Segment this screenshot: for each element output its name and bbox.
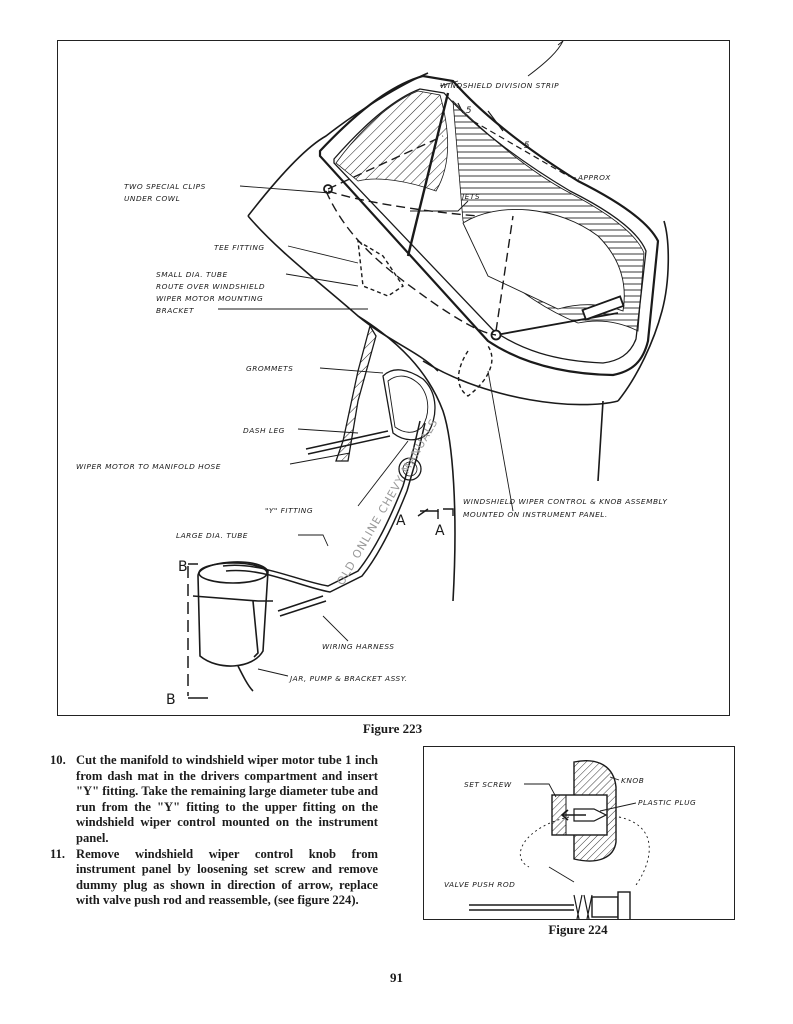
label-small-tube-1: SMALL DIA. TUBE xyxy=(156,270,228,279)
label-wiper-motor-hose: WIPER MOTOR TO MANIFOLD HOSE xyxy=(76,462,221,471)
section-line-a xyxy=(417,508,454,519)
label-windshield-division-strip: WINDSHIELD DIVISION STRIP xyxy=(440,81,559,90)
figure-223-diagram: WINDSHIELD DIVISION STRIP 5 5 APPROX TWO… xyxy=(57,40,730,716)
label-tee-fitting: TEE FITTING xyxy=(214,243,265,252)
step-number: 10. xyxy=(50,753,66,767)
leader-lines xyxy=(218,41,577,677)
label-control-knob-1: WINDSHIELD WIPER CONTROL & KNOB ASSEMBLY xyxy=(463,497,667,506)
dimension-marks xyxy=(457,102,569,177)
label-under-cowl: UNDER COWL xyxy=(124,194,180,203)
figure-224-diagram: SET SCREW KNOB PLASTIC PLUG VALVE PUSH R… xyxy=(423,746,735,920)
label-small-tube-3: WIPER MOTOR MOUNTING xyxy=(156,294,263,303)
label-section-b-bottom: B xyxy=(166,692,176,708)
dash-leg-assembly xyxy=(335,324,436,481)
jar-pump xyxy=(192,561,273,692)
label-jar-pump: JAR, PUMP & BRACKET ASSY. xyxy=(288,674,408,683)
figure-223-caption: Figure 223 xyxy=(362,721,423,736)
label-control-knob-2: MOUNTED ON INSTRUMENT PANEL. xyxy=(463,510,608,519)
instruction-step-10: 10. Cut the manifold to windshield wiper… xyxy=(48,753,378,847)
wiper-sweep-area xyxy=(462,209,625,312)
page-number: 91 xyxy=(390,970,403,985)
label-dim-5-lower: 5 xyxy=(524,141,530,151)
label-section-a-right: A xyxy=(435,523,445,539)
direction-arrow xyxy=(560,809,586,821)
label-knob: KNOB xyxy=(621,776,644,785)
label-large-tube: LARGE DIA. TUBE xyxy=(176,531,248,540)
step-text: Remove windshield wiper control knob fro… xyxy=(76,846,378,908)
plastic-plug xyxy=(573,808,608,822)
label-plastic-plug: PLASTIC PLUG xyxy=(638,798,696,807)
instruction-list: 10. Cut the manifold to windshield wiper… xyxy=(48,753,378,909)
label-approx: APPROX xyxy=(577,173,611,182)
label-y-fitting: "Y" FITTING xyxy=(265,506,313,515)
left-glass-hatch xyxy=(335,90,449,192)
instruction-step-11: 11. Remove windshield wiper control knob… xyxy=(48,847,378,909)
label-valve-push-rod: VALVE PUSH ROD xyxy=(444,880,515,889)
label-dim-5-upper: 5 xyxy=(466,106,472,116)
label-section-b-top: B xyxy=(178,559,188,575)
figure-223-drawing: WINDSHIELD DIVISION STRIP 5 5 APPROX TWO… xyxy=(76,41,670,708)
label-small-tube-4: BRACKET xyxy=(156,306,194,315)
label-jets: JETS xyxy=(460,192,480,201)
fig224-leader-lines xyxy=(519,776,650,886)
tube-routing xyxy=(222,420,426,617)
label-two-special-clips: TWO SPECIAL CLIPS xyxy=(124,182,206,191)
windshield-frame xyxy=(318,74,660,377)
cowl-outline xyxy=(247,72,670,602)
step-text: Cut the manifold to windshield wiper mot… xyxy=(76,753,378,845)
figure-224-drawing: SET SCREW KNOB PLASTIC PLUG VALVE PUSH R… xyxy=(444,760,696,919)
division-strip xyxy=(406,92,450,257)
spray-jet-lines xyxy=(325,135,514,397)
label-wiring-harness: WIRING HARNESS xyxy=(322,642,394,651)
section-line-b xyxy=(187,563,208,699)
label-grommets: GROMMETS xyxy=(246,364,293,373)
label-dash-leg: DASH LEG xyxy=(243,426,285,435)
figure-224-caption: Figure 224 xyxy=(548,922,608,937)
step-number: 11. xyxy=(50,846,66,861)
valve-push-rod xyxy=(469,891,631,919)
label-small-tube-2: ROUTE OVER WINDSHIELD xyxy=(156,282,265,291)
label-set-screw: SET SCREW xyxy=(464,780,512,789)
label-section-a-left: A xyxy=(396,513,406,529)
